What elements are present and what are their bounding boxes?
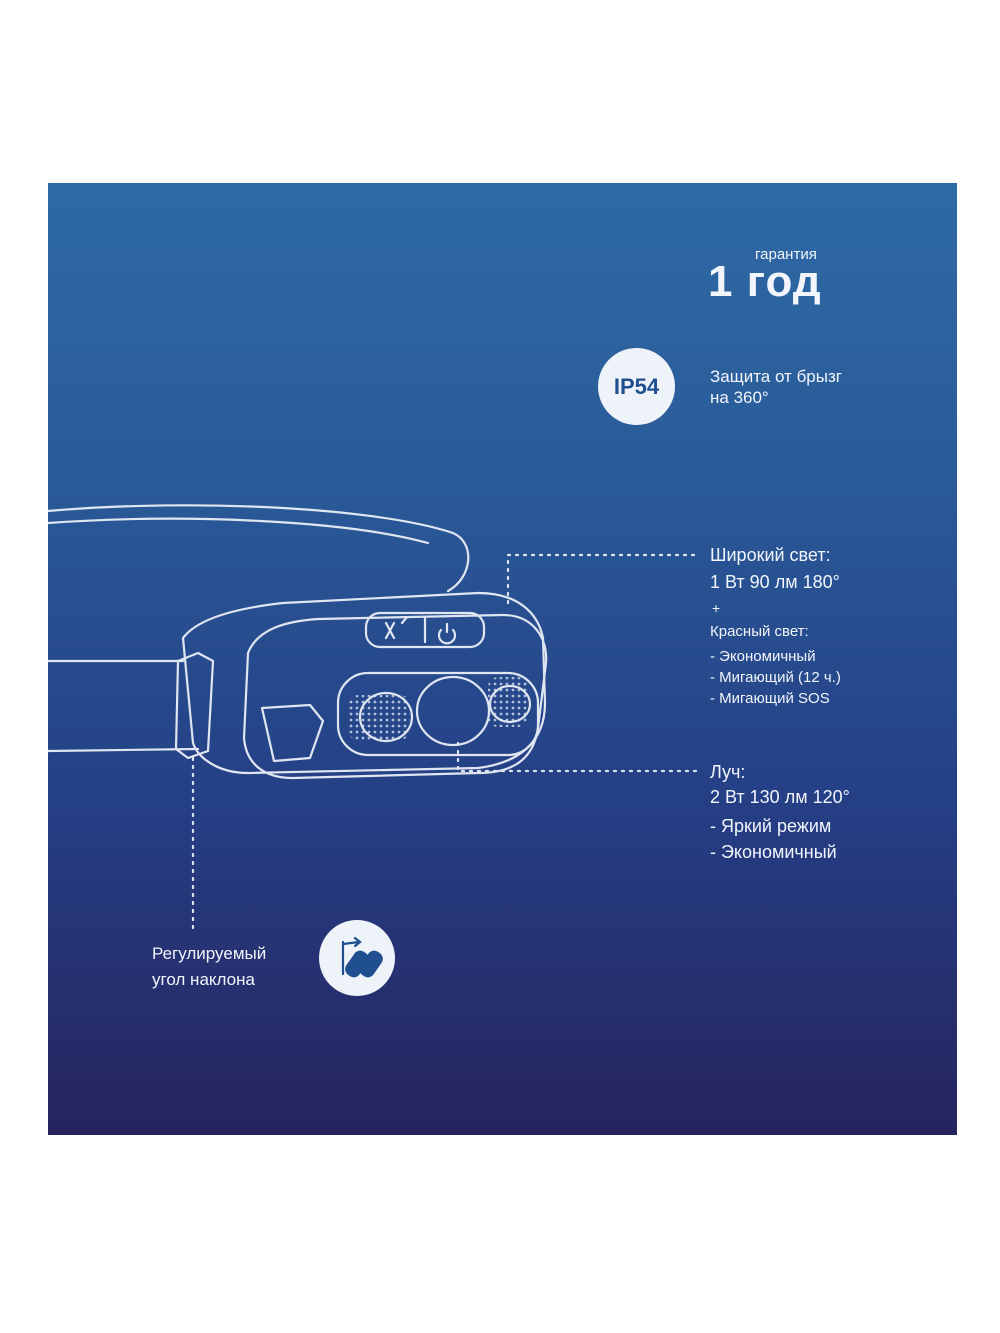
headband-top <box>48 504 470 593</box>
list-item: - Мигающий SOS <box>710 690 830 707</box>
beam-modes: - Яркий режим - Экономичный <box>710 813 837 865</box>
buckle <box>174 651 215 760</box>
wide-light-spec: 1 Вт 90 лм 180° <box>710 572 840 592</box>
callout-wide <box>506 553 700 605</box>
beam-spec: 2 Вт 130 лм 120° <box>710 787 850 807</box>
ip-rating-badge: IP54 <box>598 348 675 425</box>
power-button <box>364 611 486 649</box>
product-infographic: гарантия 1 год IP54 Защита от брызг на 3… <box>48 183 957 1135</box>
lens-panel <box>336 671 540 757</box>
list-item: - Мигающий (12 ч.) <box>710 669 841 686</box>
callout-beam <box>456 741 700 773</box>
main-lens <box>415 675 491 747</box>
plus-sign: + <box>712 600 721 616</box>
headlamp-illustration <box>48 504 700 935</box>
list-item: - Экономичный <box>710 648 816 665</box>
housing-front <box>242 613 548 780</box>
list-item: - Экономичный <box>710 842 837 862</box>
warranty-value: 1 год <box>708 257 822 306</box>
beam-title: Луч: <box>710 762 746 782</box>
tilt-description: Регулируемый угол наклона <box>152 944 267 989</box>
headband-front <box>48 659 200 753</box>
list-item: - Яркий режим <box>710 816 832 836</box>
side-window <box>260 703 325 763</box>
red-light-title: Красный свет: <box>710 623 809 640</box>
tilt-angle-icon <box>319 920 395 996</box>
ip-description: Защита от брызг на 360° <box>710 367 842 407</box>
headband-inner <box>48 517 430 545</box>
red-light-modes: - Экономичный - Мигающий (12 ч.) - Мигаю… <box>710 646 841 709</box>
warranty-label: гарантия <box>755 246 817 263</box>
wide-light-title: Широкий свет: <box>710 545 831 565</box>
